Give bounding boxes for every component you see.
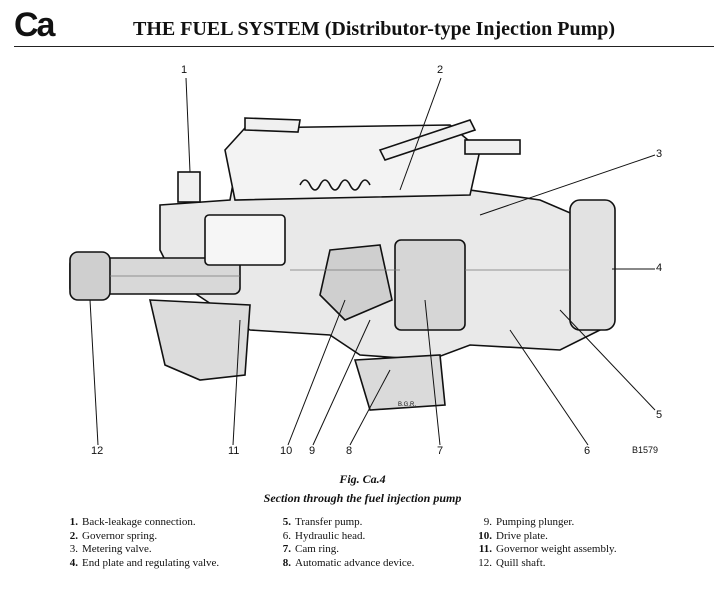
pump-drawing	[69, 77, 656, 446]
callout-label: 2	[437, 64, 444, 76]
section-code: Ca	[14, 6, 55, 44]
callout-label: 8	[346, 445, 353, 457]
figure-caption: Fig. Ca.4	[339, 472, 386, 486]
callout-label: 7	[437, 445, 444, 457]
legend-item: 4.End plate and regulating valve.	[69, 556, 220, 569]
legend-column-3: 9.Pumping plunger. 10.Drive plate. 11.Go…	[474, 516, 617, 570]
figure-subcaption: Section through the fuel injection pump	[263, 491, 462, 505]
legend-item: 5.Transfer pump.	[282, 516, 363, 528]
legend-item: 2.Governor spring.	[69, 529, 158, 542]
callout-label: 9	[309, 445, 316, 457]
legend-column-1: 1.Back-leakage connection. 2.Governor sp…	[60, 516, 219, 570]
legend-item: 9.Pumping plunger.	[483, 516, 575, 528]
legend-item: 6.Hydraulic head.	[282, 529, 366, 542]
legend-column-2: 5.Transfer pump. 6.Hydraulic head. 7.Cam…	[273, 516, 415, 570]
title-rule	[14, 46, 714, 47]
callout-label: 10	[280, 445, 293, 457]
legend-item: 3.Metering valve.	[69, 543, 152, 555]
legend-item: 10.Drive plate.	[478, 529, 548, 542]
legend-item: 8.Automatic advance device.	[282, 556, 415, 569]
callout-label: 4	[656, 262, 663, 274]
drawing-stamp: B.G.R.	[398, 402, 417, 408]
callout-label: 5	[656, 409, 663, 421]
callout-label: 11	[228, 445, 240, 457]
legend-item: 12.Quill shaft.	[478, 556, 546, 569]
callout-label: 12	[91, 445, 104, 457]
legend-item: 7.Cam ring.	[282, 543, 339, 555]
pump-illustration: 1 2 3 4 5 6 7 8 9 10 11 12 B1579 B.G.R.	[0, 50, 725, 470]
callout-label: 3	[656, 148, 663, 160]
figure-ref-code: B1579	[632, 445, 659, 455]
callout-label: 1	[181, 64, 188, 76]
page-title: THE FUEL SYSTEM (Distributor-type Inject…	[133, 18, 616, 40]
callout-label: 6	[584, 445, 591, 457]
legend-item: 1.Back-leakage connection.	[69, 516, 196, 528]
legend-item: 11.Governor weight assembly.	[478, 543, 617, 555]
